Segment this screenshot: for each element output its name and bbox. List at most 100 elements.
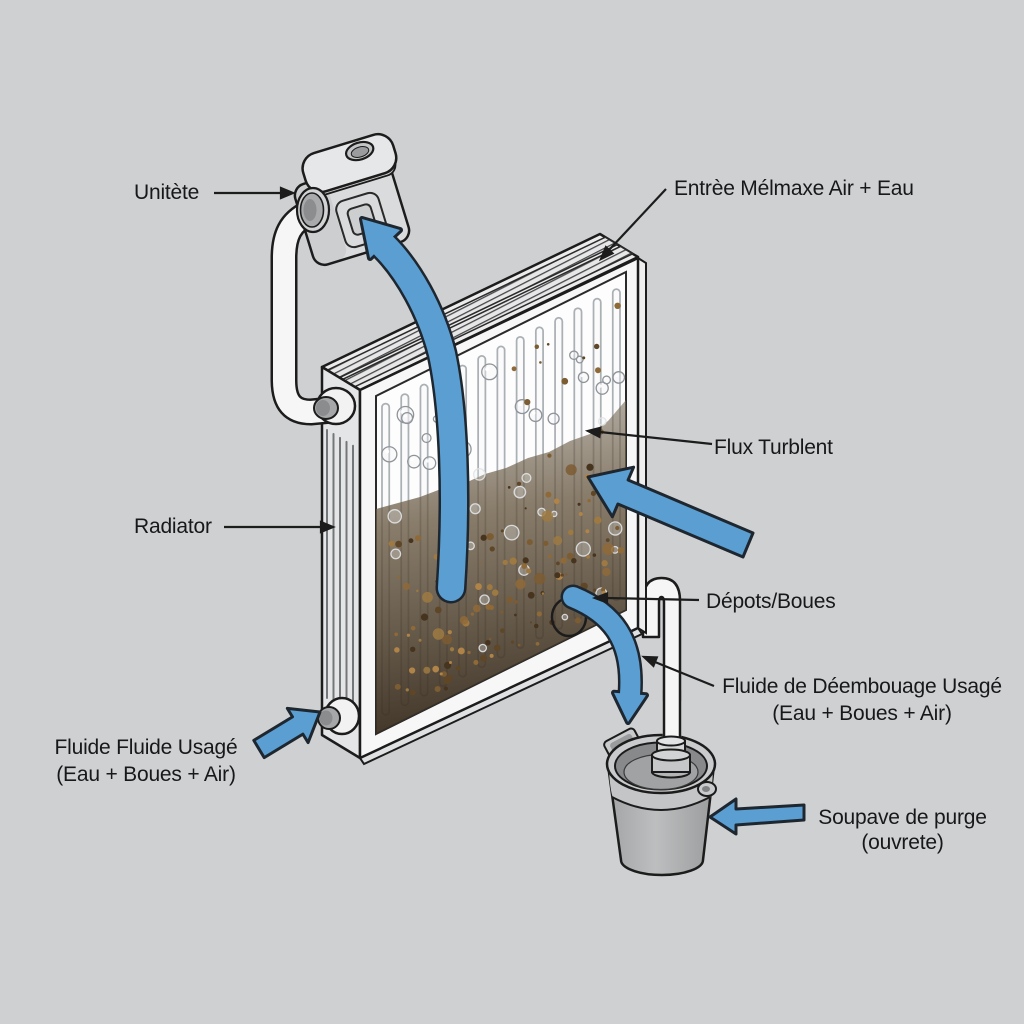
purge-valve-arrow-icon xyxy=(708,797,806,836)
sludge-particle xyxy=(486,584,493,591)
air-bubble xyxy=(407,454,421,469)
sludge-particle xyxy=(554,572,561,579)
sludge-speck xyxy=(593,343,600,350)
sludge-particle xyxy=(615,525,620,531)
sludge-speck xyxy=(582,356,586,360)
air-bubble xyxy=(472,467,486,481)
sludge-particle xyxy=(577,502,581,506)
sludge-particle xyxy=(571,557,577,564)
sludge-particle xyxy=(410,625,416,631)
bubble-highlight xyxy=(571,352,574,355)
air-bubble xyxy=(602,375,612,385)
unit-outlet-nozzle xyxy=(295,186,331,234)
sludge-particle xyxy=(547,453,552,458)
sludge-particle xyxy=(500,529,504,533)
sludge-particle xyxy=(605,538,610,543)
sludge-particle xyxy=(395,540,402,548)
sludge-particle xyxy=(416,589,419,593)
sludge-particle xyxy=(568,529,574,536)
flow-arrows xyxy=(252,216,806,836)
sludge-particle xyxy=(514,613,517,617)
air-bubble xyxy=(513,485,527,499)
sludge-particle xyxy=(506,596,513,604)
sludge-particle xyxy=(409,689,416,696)
bubble-highlight xyxy=(580,374,584,377)
drain-pipe-elbow xyxy=(641,576,682,702)
sludge-speck xyxy=(511,366,517,372)
sludge-particle xyxy=(489,546,495,552)
sludge-particle xyxy=(500,610,504,614)
sludge-particle xyxy=(565,573,568,576)
bubble-highlight xyxy=(425,459,430,463)
sludge-particle xyxy=(534,623,539,629)
sludge-particle xyxy=(439,672,443,676)
sludge-particle xyxy=(553,498,560,505)
sludge-particle xyxy=(585,529,590,534)
sludge-blob xyxy=(423,666,431,674)
sludge-blob xyxy=(602,567,611,577)
unit-top-port xyxy=(344,140,375,162)
sludge-particle xyxy=(394,683,401,690)
air-bubble xyxy=(478,643,488,653)
sludge-blob xyxy=(459,615,469,625)
sludge-blob xyxy=(565,464,577,476)
sludge-particle xyxy=(547,554,552,559)
turbulent-flow-arrow-icon xyxy=(586,465,755,559)
air-bubble xyxy=(569,350,579,361)
sludge-particle xyxy=(480,534,487,541)
label-purge-valve: Soupave de purge (ouvrete) xyxy=(795,805,1010,855)
sludge-speck xyxy=(539,361,542,364)
sludge-particle xyxy=(420,613,429,621)
sludge-particle xyxy=(509,557,517,565)
label-purge-valve-line2: (ouvrete) xyxy=(861,831,944,854)
sludge-particle xyxy=(414,535,421,542)
sludge-blob xyxy=(553,536,563,546)
sludge-particle xyxy=(485,640,491,646)
sludge-particle xyxy=(517,643,521,647)
air-bubble xyxy=(387,509,403,524)
bubble-highlight xyxy=(604,377,607,380)
sludge-particle xyxy=(586,463,594,471)
flow-up-to-unit-arrow-icon xyxy=(359,216,470,604)
air-bubble xyxy=(561,613,569,621)
bubble-highlight xyxy=(410,457,414,462)
label-unit: Unitète xyxy=(134,181,200,204)
sludge-speck xyxy=(595,367,602,374)
sludge-particle xyxy=(418,638,422,642)
label-used-desludging-fluid-line2: (Eau + Boues + Air) xyxy=(772,702,952,725)
sludge-particle xyxy=(388,540,395,547)
sludge-particle xyxy=(489,653,494,658)
sludge-particle xyxy=(397,575,400,579)
hose-collar-fitting xyxy=(651,735,691,779)
bubble-highlight xyxy=(577,357,580,360)
sludge-speck xyxy=(534,344,540,349)
air-bubble xyxy=(421,432,432,444)
sludge-particle xyxy=(486,533,494,541)
sludge-particle xyxy=(594,516,602,525)
sludge-particle xyxy=(536,611,542,617)
sludge-particle xyxy=(470,612,475,616)
air-bubble xyxy=(390,548,402,560)
sludge-particle xyxy=(522,557,529,564)
air-bubble xyxy=(422,456,437,470)
sludge-particle xyxy=(408,538,414,544)
sludge-particle xyxy=(489,605,494,610)
sludge-blob xyxy=(533,572,546,585)
sludge-fluid xyxy=(376,400,626,734)
sludge-particle xyxy=(467,650,471,655)
sludge-particle xyxy=(493,644,501,652)
bubble-highlight xyxy=(598,384,603,388)
sludge-particle xyxy=(473,659,479,665)
sludge-particle xyxy=(526,568,532,574)
sludge-blob xyxy=(472,604,481,613)
label-used-desludging-fluid: Fluide de Déembouage Usagé (Eau + Boues … xyxy=(712,673,1012,727)
sludge-particle xyxy=(502,559,508,566)
sludge-blob xyxy=(432,628,445,640)
sludge-particle xyxy=(529,621,533,624)
sludge-particle xyxy=(441,671,447,677)
sludge-particle xyxy=(448,661,452,665)
bubble-highlight xyxy=(615,373,619,378)
air-bubble xyxy=(521,472,532,484)
sludge-particle xyxy=(541,592,545,595)
